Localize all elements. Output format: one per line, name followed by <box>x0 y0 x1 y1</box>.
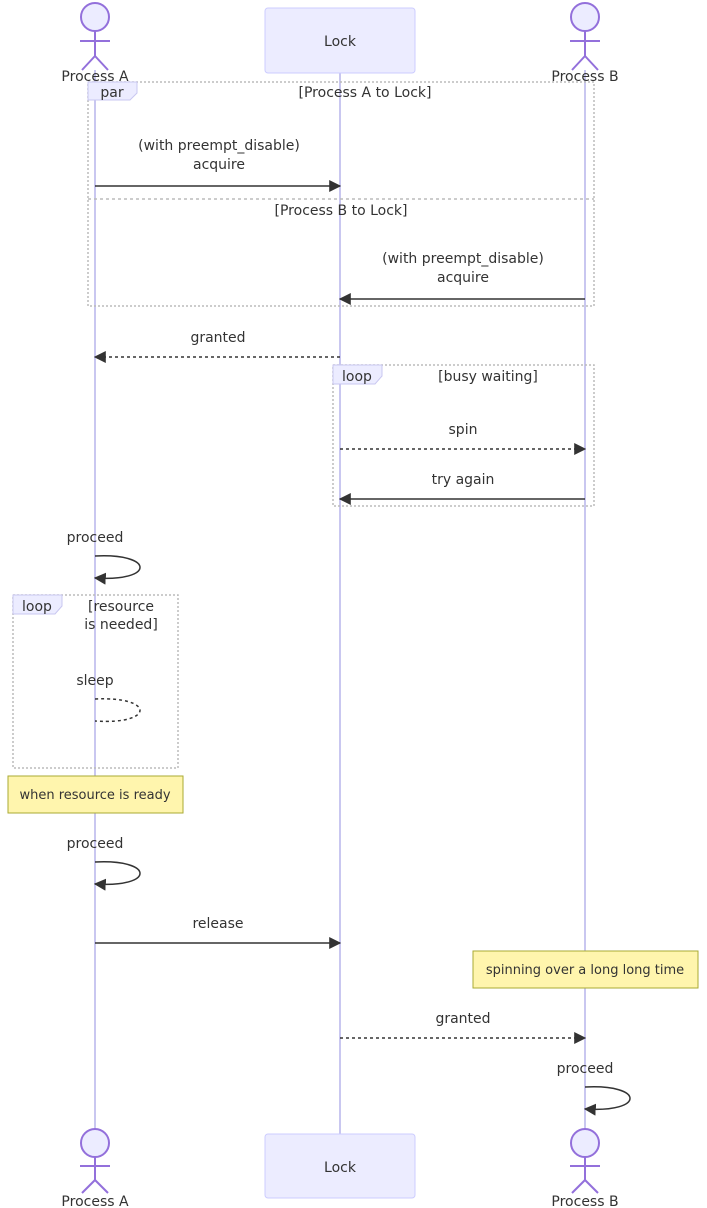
note-text: spinning over a long long time <box>486 963 684 978</box>
participant-lock-top: Lock <box>264 7 416 74</box>
stick-figure-icon <box>80 1128 110 1194</box>
actor-process-b-top: Process B <box>551 2 619 85</box>
self-arrow <box>93 555 141 585</box>
message-label: (with preempt_disable) <box>382 251 544 267</box>
message-label: proceed <box>67 530 124 546</box>
par-frame <box>87 81 595 307</box>
actor-process-a-top: Process A <box>61 2 129 85</box>
note-spinning: spinning over a long long time <box>472 950 699 989</box>
actor-label: Process A <box>61 1194 129 1208</box>
message-try-again: try again <box>338 472 585 505</box>
actor-process-b-bottom: Process B <box>551 1128 619 1208</box>
loop-label-tab <box>332 364 383 385</box>
self-message-proceed-b: proceed <box>557 1061 631 1116</box>
self-message-proceed-1: proceed <box>67 530 141 585</box>
note-box <box>472 950 699 989</box>
actor-label: Process B <box>551 69 618 85</box>
loop-busy-block: loop [busy waiting] <box>332 364 595 507</box>
message-label: acquire <box>437 270 489 286</box>
message-label: (with preempt_disable) <box>138 138 300 154</box>
participant-lock-bottom: Lock <box>264 1133 416 1199</box>
par-block: par [Process A to Lock] [Process B to Lo… <box>87 81 595 307</box>
par-keyword: par <box>100 85 123 101</box>
note-text: when resource is ready <box>19 788 170 803</box>
par-label-tab <box>87 81 138 101</box>
participant-box <box>264 1133 416 1199</box>
message-label: proceed <box>557 1061 614 1077</box>
message-label: granted <box>435 1011 490 1027</box>
loop-keyword: loop <box>342 369 372 385</box>
stick-figure-icon <box>80 2 110 71</box>
actor-label: Process B <box>551 1194 618 1208</box>
message-a-acquire: (with preempt_disable) acquire <box>95 138 342 192</box>
loop-frame <box>12 594 179 769</box>
self-message-sleep: sleep <box>76 673 141 723</box>
loop-keyword: loop <box>22 599 52 615</box>
self-message-proceed-2: proceed <box>67 836 141 891</box>
loop-label-tab <box>12 594 63 615</box>
loop-frame <box>332 364 595 507</box>
actor-label: Process A <box>61 69 129 85</box>
message-label: spin <box>449 422 478 438</box>
message-granted-a: granted <box>93 330 340 363</box>
self-arrow <box>94 698 141 723</box>
loop-condition: is needed] <box>84 617 158 633</box>
stick-figure-icon <box>570 2 600 71</box>
message-label: granted <box>190 330 245 346</box>
note-box <box>7 775 184 814</box>
message-label: proceed <box>67 836 124 852</box>
message-granted-b: granted <box>340 1011 587 1044</box>
loop-resource-block: loop [resource is needed] <box>12 594 179 769</box>
participant-label: Lock <box>324 34 357 50</box>
message-spin: spin <box>340 422 587 455</box>
note-resource-ready: when resource is ready <box>7 775 184 814</box>
message-label: acquire <box>193 157 245 173</box>
message-label: release <box>192 916 243 932</box>
participant-label: Lock <box>324 1160 357 1176</box>
self-arrow <box>93 861 141 891</box>
participant-box <box>264 7 416 74</box>
actor-process-a-bottom: Process A <box>61 1128 129 1208</box>
par-section2-label: [Process B to Lock] <box>275 203 408 219</box>
message-label: try again <box>432 472 495 488</box>
message-b-acquire: (with preempt_disable) acquire <box>338 251 585 305</box>
par-section1-label: [Process A to Lock] <box>299 85 432 101</box>
stick-figure-icon <box>570 1128 600 1194</box>
message-release: release <box>95 916 342 949</box>
loop-condition: [busy waiting] <box>438 369 538 385</box>
loop-condition: [resource <box>88 599 154 615</box>
self-arrow <box>583 1086 631 1116</box>
message-label: sleep <box>76 673 113 689</box>
